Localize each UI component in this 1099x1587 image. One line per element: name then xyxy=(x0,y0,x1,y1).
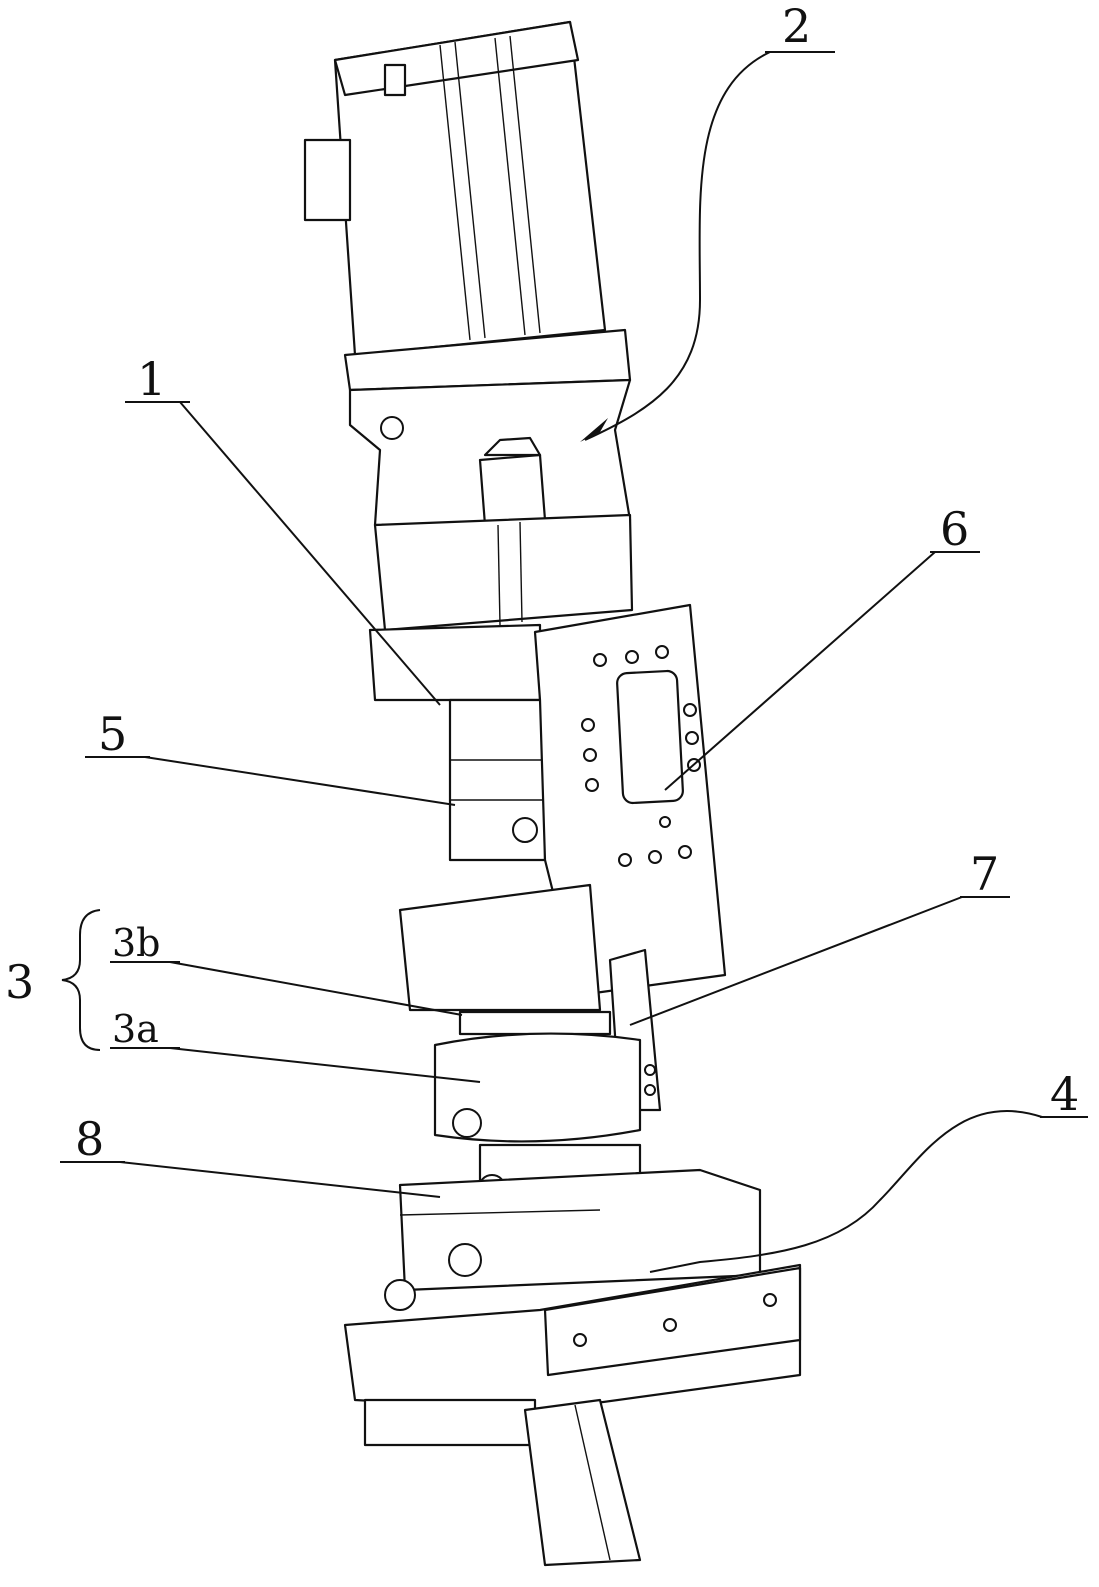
label-1: 1 xyxy=(137,352,166,406)
tool xyxy=(525,1400,640,1565)
label-8: 8 xyxy=(75,1112,104,1166)
label-3a: 3a xyxy=(112,1007,159,1051)
label-3b: 3b xyxy=(112,921,161,965)
bracket-1 xyxy=(370,625,540,700)
label-2: 2 xyxy=(782,0,811,53)
label-6: 6 xyxy=(940,502,969,556)
coupling-5 xyxy=(450,700,545,860)
label-4: 4 xyxy=(1050,1067,1079,1121)
label-3: 3 xyxy=(5,955,34,1009)
label-7: 7 xyxy=(970,847,999,901)
label-5: 5 xyxy=(98,707,127,761)
motor xyxy=(305,22,605,355)
gearbox xyxy=(345,330,632,630)
